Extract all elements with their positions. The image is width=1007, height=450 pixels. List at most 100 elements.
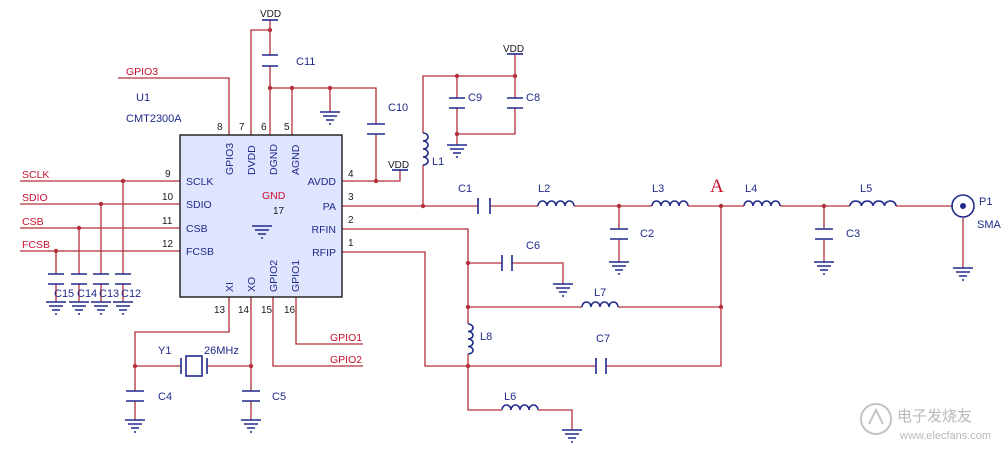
- ground-icon: [320, 111, 340, 125]
- pin-label-xi: XI: [224, 282, 236, 292]
- crystal-freq: 26MHz: [204, 345, 239, 357]
- svg-text:C4: C4: [158, 391, 172, 403]
- svg-text:L2: L2: [538, 183, 550, 195]
- capacitor-c14: C14: [71, 273, 97, 300]
- svg-text:L5: L5: [860, 183, 872, 195]
- ground-icon: [447, 144, 467, 158]
- watermark: 电子发烧友 www.elecfans.com: [860, 403, 991, 442]
- ground-icon: [69, 301, 89, 315]
- capacitor-c7: C7: [595, 333, 610, 374]
- pin-label-gpio1: GPIO1: [290, 260, 302, 292]
- capacitor-c9: C9: [449, 92, 482, 109]
- svg-text:C11: C11: [296, 56, 315, 68]
- pin-label-agnd: AGND: [290, 144, 302, 175]
- wires: [20, 20, 964, 430]
- pin-label-dvdd: DVDD: [246, 145, 258, 175]
- inductor-l2: L2: [537, 183, 575, 207]
- inductor-l6: L6: [501, 391, 539, 411]
- capacitor-c4: C4: [126, 390, 172, 403]
- ground-icon: [252, 225, 272, 239]
- pin-label-xo: XO: [246, 277, 258, 292]
- capacitor-c6: C6: [501, 240, 540, 271]
- pin-num-4: 4: [348, 169, 354, 180]
- capacitor-c1: C1: [458, 183, 491, 214]
- ground-icon: [553, 283, 573, 297]
- capacitor-c11: C11: [262, 54, 315, 68]
- ground-icon: [953, 267, 973, 281]
- pin-num-7: 7: [239, 122, 245, 133]
- pin-num-16: 16: [284, 305, 296, 316]
- net-sdio: SDIO: [22, 192, 48, 204]
- capacitor-c13: C13: [93, 273, 119, 300]
- inductor-l7: L7: [581, 287, 619, 308]
- net-labels: GPIO3 SCLK SDIO CSB FCSB GPIO1 GPIO2 VDD…: [22, 9, 724, 366]
- chip-part: CMT2300A: [126, 113, 182, 125]
- ground-icon: [125, 419, 145, 433]
- net-csb: CSB: [22, 216, 44, 228]
- pin-num-8: 8: [217, 122, 223, 133]
- capacitor-c2: C2: [610, 228, 654, 240]
- svg-text:L8: L8: [480, 331, 492, 343]
- pin-label-gpio3: GPIO3: [224, 143, 236, 175]
- svg-text:C14: C14: [77, 288, 97, 300]
- junctions: [53, 27, 827, 369]
- net-gpio2: GPIO2: [330, 354, 362, 366]
- chip-u1[interactable]: U1 CMT2300A SCLK SDIO CSB FCSB 9 10 11 1…: [126, 92, 354, 316]
- watermark-cn: 电子发烧友: [897, 408, 972, 425]
- pin-num-13: 13: [214, 305, 226, 316]
- ground-icon: [241, 419, 261, 433]
- svg-text:L6: L6: [504, 391, 516, 403]
- sma-connector-p1[interactable]: P1 SMA: [951, 194, 1002, 231]
- inductor-l1: L1: [422, 132, 444, 168]
- pin-num-6: 6: [261, 122, 267, 133]
- svg-text:C15: C15: [54, 288, 74, 300]
- pin-label-sdio: SDIO: [186, 199, 212, 211]
- node-marker-a: A: [710, 176, 724, 197]
- pin-num-15: 15: [261, 305, 273, 316]
- pin-num-9: 9: [165, 169, 171, 180]
- svg-text:C3: C3: [846, 228, 860, 240]
- pin-label-avdd: AVDD: [308, 176, 337, 188]
- capacitor-c10: C10: [367, 102, 408, 135]
- pin-label-sclk: SCLK: [186, 176, 213, 188]
- pin-num-14: 14: [238, 305, 250, 316]
- pin-num-5: 5: [284, 122, 290, 133]
- vdd-label-avdd: VDD: [388, 160, 409, 171]
- connector-type: SMA: [977, 219, 1002, 231]
- svg-text:C2: C2: [640, 228, 654, 240]
- watermark-url: www.elecfans.com: [899, 430, 991, 442]
- svg-text:C6: C6: [526, 240, 540, 252]
- capacitor-c3: C3: [815, 228, 860, 240]
- capacitor-c5: C5: [242, 390, 286, 403]
- connector-ref: P1: [979, 196, 992, 208]
- pin-num-12: 12: [162, 239, 174, 250]
- capacitors: C11 C10 C9 C8 C1 C2 C3 C6 C7 C4 C5 C15 C…: [48, 54, 860, 403]
- pin-label-pa: PA: [323, 201, 336, 213]
- pin-num-3: 3: [348, 192, 354, 203]
- vdd-markers: [262, 19, 523, 171]
- pin-label-csb: CSB: [186, 223, 208, 235]
- svg-text:C1: C1: [458, 183, 472, 195]
- svg-text:C8: C8: [526, 92, 540, 104]
- svg-text:C10: C10: [388, 102, 408, 114]
- svg-text:L1: L1: [432, 156, 444, 168]
- svg-text:C12: C12: [121, 288, 141, 300]
- pin-label-gpio2: GPIO2: [268, 260, 280, 292]
- net-gpio3: GPIO3: [126, 66, 158, 78]
- svg-text:C9: C9: [468, 92, 482, 104]
- net-gpio1: GPIO1: [330, 332, 362, 344]
- svg-text:L7: L7: [594, 287, 606, 299]
- pin-num-1: 1: [348, 238, 354, 249]
- inductor-l8: L8: [467, 323, 492, 355]
- svg-text:C13: C13: [99, 288, 119, 300]
- vdd-label-top: VDD: [260, 9, 281, 20]
- inductor-l4: L4: [743, 183, 781, 207]
- capacitor-c15: C15: [48, 273, 74, 300]
- inductor-l5: L5: [849, 183, 897, 207]
- inductors: L1 L2 L3 L4 L5 L7 L6 L8: [422, 132, 897, 411]
- inductor-l3: L3: [651, 183, 689, 207]
- ground-icon: [113, 301, 133, 315]
- svg-text:C7: C7: [596, 333, 610, 345]
- chip-ref: U1: [136, 92, 150, 104]
- ground-symbols: [46, 111, 973, 443]
